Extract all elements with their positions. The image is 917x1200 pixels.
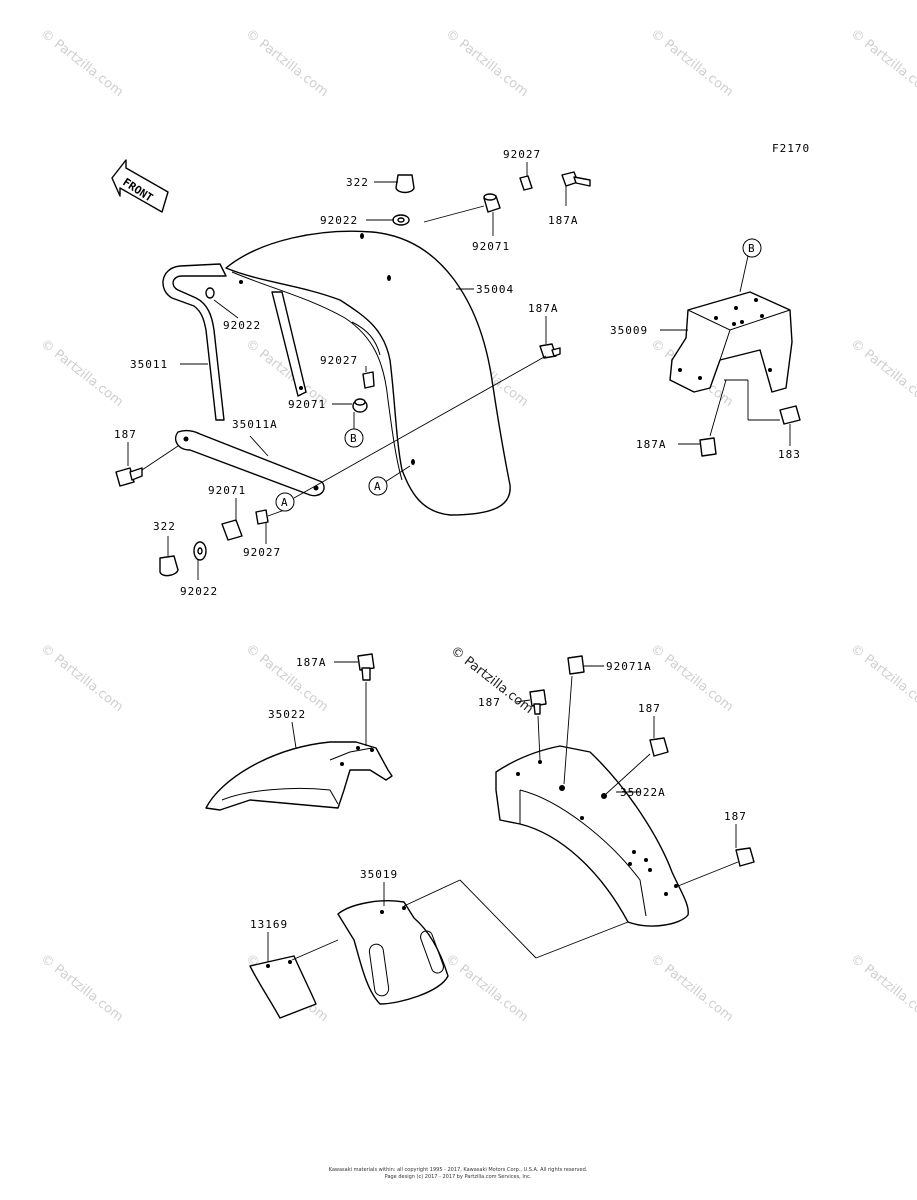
copyright-line-1: Kawasaki materials within: all copyright… xyxy=(329,1167,588,1173)
front-fender xyxy=(225,230,511,516)
part-label: 92071 xyxy=(472,240,510,253)
part-label: 322 xyxy=(346,176,369,189)
part-label: 92022 xyxy=(223,319,261,332)
mud-flap-holder: 35019 xyxy=(337,868,629,1005)
part-label: 35019 xyxy=(360,868,398,881)
callout-b-label: B xyxy=(350,432,358,445)
watermark: © Partzilla.com xyxy=(38,336,126,410)
callout-a-label: A xyxy=(281,496,289,509)
part-label: 187 xyxy=(724,810,747,823)
watermark: © Partzilla.com xyxy=(243,641,331,715)
part-label: 92071 xyxy=(288,398,326,411)
part-label: 187A xyxy=(296,656,327,669)
fender-stay xyxy=(162,263,307,421)
watermark: © Partzilla.com xyxy=(38,26,126,100)
callout-a-circle xyxy=(368,476,388,496)
part-label: 92027 xyxy=(320,354,358,367)
part-label: 187 xyxy=(638,702,661,715)
watermark: © Partzilla.com xyxy=(243,26,331,100)
part-label: 13169 xyxy=(250,918,288,931)
fender-mount-bracket: 35009 187A 183 xyxy=(610,255,801,461)
callout-a-label: A xyxy=(374,480,382,493)
callout-b-circle xyxy=(344,428,364,448)
callout-group-top: A A B B xyxy=(275,238,762,512)
rear-fender-large: 92071A 187 187 35022A 187 xyxy=(478,655,755,927)
watermark: © Partzilla.com xyxy=(648,26,736,100)
part-label: 187 xyxy=(114,428,137,441)
part-label: 92022 xyxy=(180,585,218,598)
part-label: 187A xyxy=(548,214,579,227)
part-label: 92071 xyxy=(208,484,246,497)
leader-lines-top xyxy=(127,162,567,580)
watermark: © Partzilla.com xyxy=(38,641,126,715)
rear-fender-small: 187A 35022 xyxy=(205,653,393,811)
part-label: 92071A xyxy=(606,660,652,673)
callout-b-circle xyxy=(742,238,762,258)
part-label: 35011 xyxy=(130,358,168,371)
part-label: 35009 xyxy=(610,324,648,337)
part-label: 35004 xyxy=(476,283,514,296)
watermark: © Partzilla.com xyxy=(443,951,531,1025)
part-label: 322 xyxy=(153,520,176,533)
hardware-top xyxy=(115,171,591,577)
part-label: 35011A xyxy=(232,418,278,431)
front-arrow: FRONT xyxy=(111,159,169,213)
mud-flap: 13169 xyxy=(249,918,339,1019)
watermark: © Partzilla.com xyxy=(38,951,126,1025)
callout-a-circle xyxy=(275,492,295,512)
part-label: 35022 xyxy=(268,708,306,721)
part-label: 92027 xyxy=(243,546,281,559)
watermark: © Partzilla.com xyxy=(848,641,917,715)
watermark: © Partzilla.com xyxy=(848,951,917,1025)
part-label: 92027 xyxy=(503,148,541,161)
watermark: © Partzilla.com xyxy=(648,951,736,1025)
watermark: © Partzilla.com xyxy=(848,26,917,100)
part-label: 92022 xyxy=(320,214,358,227)
callout-b-label: B xyxy=(748,242,756,255)
part-label: 187A xyxy=(528,302,559,315)
figure-code: F2170 xyxy=(772,142,810,155)
copyright-line-2: Page design (c) 2017 - 2017 by Partzilla… xyxy=(385,1174,532,1180)
part-labels-top: 322 92027 187A 92022 92071 35004 92022 3… xyxy=(114,148,579,598)
fender-bracket xyxy=(174,429,325,497)
part-label: 187A xyxy=(636,438,667,451)
part-label: 187 xyxy=(478,696,501,709)
watermark: © Partzilla.com xyxy=(443,26,531,100)
part-label: 35022A xyxy=(620,786,666,799)
watermark: © Partzilla.com xyxy=(848,336,917,410)
part-label: 183 xyxy=(778,448,801,461)
